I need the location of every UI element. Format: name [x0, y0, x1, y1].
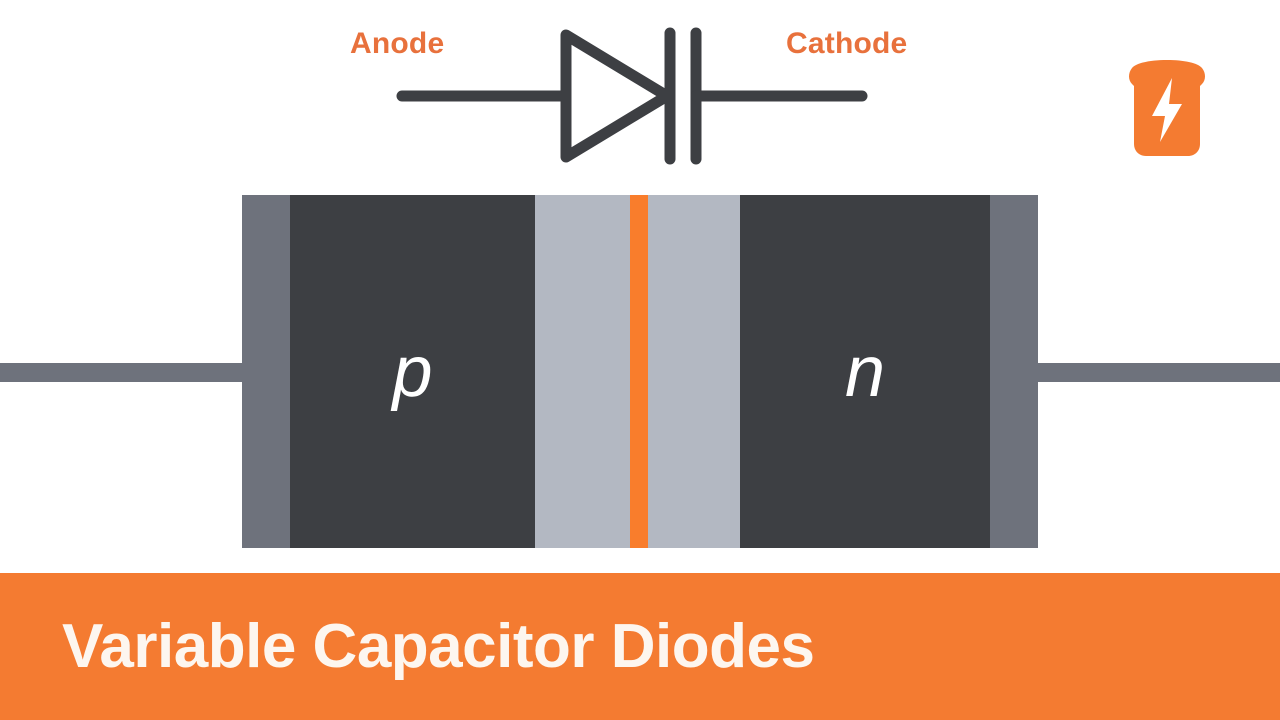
- pn-junction-line: [630, 195, 648, 548]
- page-title: Variable Capacitor Diodes: [62, 611, 815, 681]
- n-type-region: n: [740, 195, 990, 548]
- anode-end-cap: [242, 195, 290, 548]
- toast-lightning-logo-icon[interactable]: [1124, 58, 1210, 158]
- title-banner: Variable Capacitor Diodes: [0, 573, 1280, 720]
- anode-label: Anode: [350, 27, 445, 60]
- depletion-zone-left: [535, 195, 630, 548]
- anode-lead-wire: [0, 363, 250, 382]
- p-region-label: p: [392, 331, 433, 412]
- n-region-label: n: [844, 331, 886, 412]
- varicap-diode-symbol-icon: [396, 27, 868, 165]
- cathode-lead-wire: [1030, 363, 1280, 382]
- depletion-zone-right: [648, 195, 740, 548]
- diode-cross-section: p n: [242, 195, 1038, 548]
- p-type-region: p: [290, 195, 535, 548]
- cathode-label: Cathode: [786, 27, 908, 60]
- cathode-end-cap: [990, 195, 1038, 548]
